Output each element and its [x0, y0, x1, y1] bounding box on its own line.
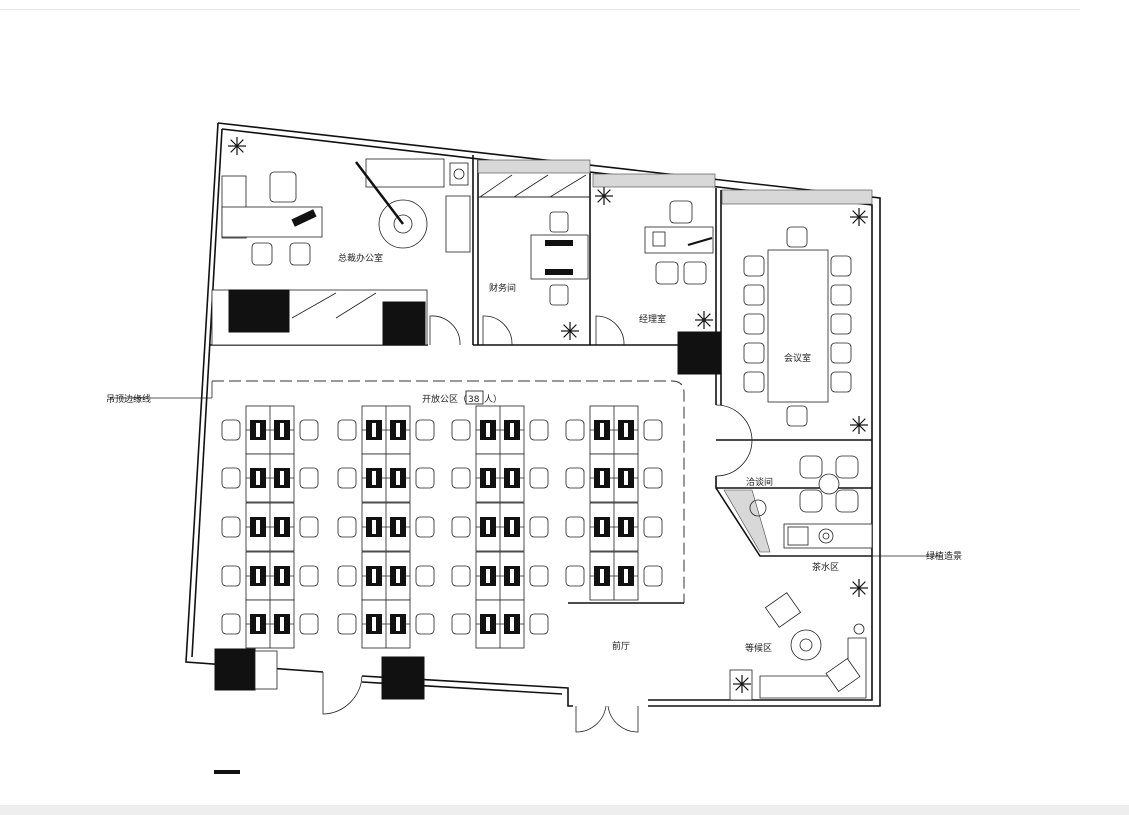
plant-icon: [850, 579, 868, 597]
ceiling-edge-line: [212, 380, 685, 603]
label-ceo-office: 总裁办公室: [338, 252, 383, 264]
label-open-office-count: 38: [468, 395, 480, 405]
negotiation-furniture: [799, 455, 859, 513]
plant-icon: [695, 311, 713, 329]
desk-cluster: [451, 599, 549, 649]
desk-cluster: [451, 551, 549, 601]
interior-walls: [210, 155, 872, 604]
label-lobby: 前厅: [612, 640, 630, 652]
plant-icon: [561, 322, 579, 340]
plant-icon: [595, 187, 613, 205]
planter-strips: [477, 159, 873, 553]
plant-icons: [228, 137, 868, 693]
desk-cluster: [337, 599, 435, 649]
ceo-office-furniture: [211, 158, 471, 346]
desk-cluster: [451, 502, 549, 552]
desk-cluster: [565, 405, 663, 455]
label-tea: 茶水区: [812, 561, 839, 573]
waiting-furniture: [729, 592, 867, 701]
open-office-desks: [221, 405, 663, 649]
desk-cluster: [337, 453, 435, 503]
label-meeting: 会议室: [784, 352, 811, 364]
plant-icon: [733, 675, 751, 693]
plant-icon: [850, 416, 868, 434]
desk-cluster: [221, 453, 319, 503]
meeting-furniture: [743, 226, 852, 427]
desk-cluster: [451, 405, 549, 455]
finance-furniture: [478, 174, 590, 306]
room-labels: 总裁办公室 财务间 经理室 会议室 开放公区（ 38 人） 洽谈间 茶水区 前厅…: [106, 252, 962, 654]
desk-cluster: [565, 551, 663, 601]
plant-icon: [228, 137, 246, 155]
label-ceiling-line: 吊顶边缘线: [106, 393, 151, 405]
desk-cluster: [451, 453, 549, 503]
label-waiting: 等候区: [745, 642, 772, 654]
desk-cluster: [337, 405, 435, 455]
manager-furniture: [644, 200, 714, 285]
desk-cluster: [221, 502, 319, 552]
label-manager: 经理室: [639, 313, 666, 325]
desk-cluster: [337, 551, 435, 601]
desk-cluster: [221, 551, 319, 601]
label-finance: 财务间: [489, 282, 516, 294]
label-negotiation: 洽谈间: [746, 476, 773, 488]
plant-icon: [850, 208, 868, 226]
desk-cluster: [337, 502, 435, 552]
desk-cluster: [565, 453, 663, 503]
label-open-office-prefix: 开放公区（: [422, 393, 467, 405]
desk-cluster: [221, 405, 319, 455]
bottom-bar: [0, 805, 1129, 815]
tea-counter: [749, 499, 873, 549]
top-divider: [0, 9, 1080, 10]
label-green-landscape: 绿植造景: [926, 550, 962, 562]
desk-cluster: [221, 599, 319, 649]
columns-doors: [214, 315, 753, 774]
label-open-office-suffix: 人）: [484, 394, 502, 405]
desk-cluster: [565, 502, 663, 552]
